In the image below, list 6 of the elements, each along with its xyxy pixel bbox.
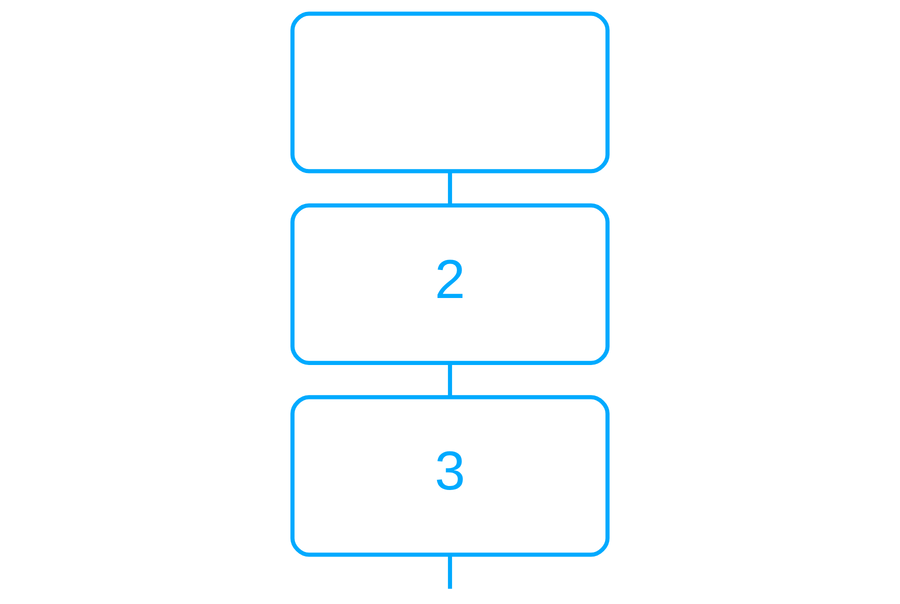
connector <box>448 171 452 206</box>
node-box <box>290 12 610 174</box>
connector <box>448 554 452 589</box>
node-box: 2 <box>290 203 610 365</box>
node-box: 3 <box>290 395 610 557</box>
connector <box>448 363 452 397</box>
